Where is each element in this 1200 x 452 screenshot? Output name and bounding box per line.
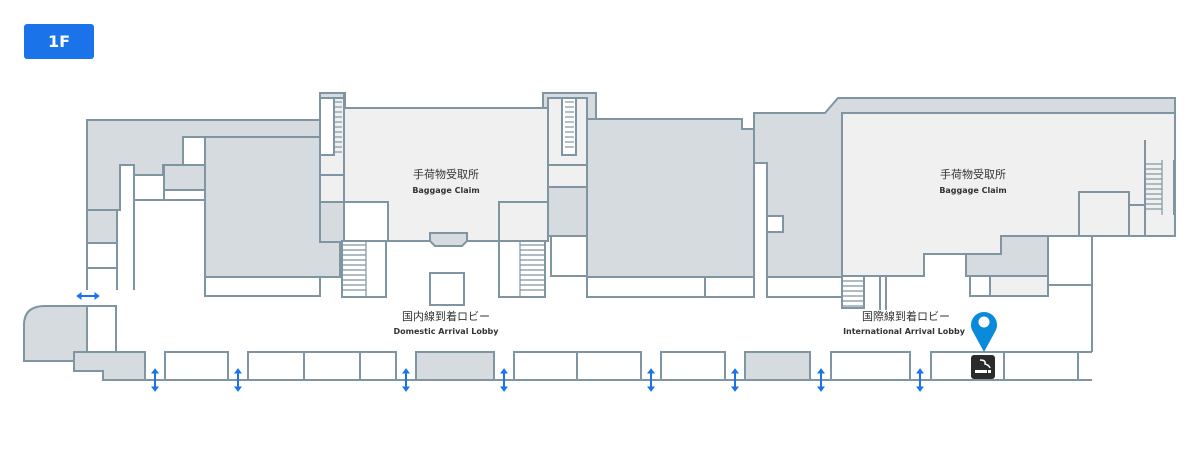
room bbox=[163, 189, 206, 201]
entrance-arrow-icon bbox=[731, 368, 739, 392]
entrance-arrow-icon bbox=[916, 368, 924, 392]
room bbox=[204, 276, 321, 297]
international-lobby-jp: 国際線到着ロビー bbox=[862, 309, 950, 323]
location-pin-icon[interactable] bbox=[971, 312, 998, 352]
entrance-arrow-icon bbox=[402, 368, 410, 392]
room bbox=[86, 209, 118, 244]
domestic-baggage-claim-en: Baggage Claim bbox=[412, 186, 479, 195]
entrance-arrow-icon bbox=[647, 368, 655, 392]
entrance-arrow-icon bbox=[500, 368, 508, 392]
horizontal-entrance-arrow-icon bbox=[76, 292, 100, 300]
stairs-icon bbox=[842, 280, 864, 307]
stairs-icon bbox=[1146, 160, 1163, 215]
international-lobby-en: International Arrival Lobby bbox=[843, 327, 966, 336]
entrance-arrow-icon bbox=[817, 368, 825, 392]
domestic-baggage-claim-jp: 手荷物受取所 bbox=[413, 167, 479, 181]
carousel-counter bbox=[429, 232, 468, 247]
stairs-icon bbox=[519, 241, 545, 297]
domestic-lobby-en: Domestic Arrival Lobby bbox=[394, 327, 500, 336]
domestic-lobby-jp: 国内線到着ロビー bbox=[402, 309, 490, 323]
room bbox=[163, 164, 206, 191]
room bbox=[86, 242, 118, 269]
entrance-arrow-icon bbox=[234, 368, 242, 392]
entrance-arrow-icon bbox=[151, 368, 159, 392]
stair-shaft bbox=[319, 97, 335, 156]
stairs-icon bbox=[565, 101, 574, 148]
left-wing-building bbox=[86, 92, 346, 211]
smoking-area-icon[interactable] bbox=[971, 355, 995, 379]
floor-badge[interactable]: 1F bbox=[24, 24, 94, 59]
stairs-icon bbox=[342, 241, 367, 297]
room bbox=[133, 174, 165, 201]
stairs-icon bbox=[334, 101, 342, 153]
info-booth bbox=[429, 272, 465, 306]
international-baggage-claim-jp: 手荷物受取所 bbox=[940, 167, 1006, 181]
international-baggage-claim-en: Baggage Claim bbox=[939, 186, 1006, 195]
central-gray-block bbox=[586, 118, 755, 278]
